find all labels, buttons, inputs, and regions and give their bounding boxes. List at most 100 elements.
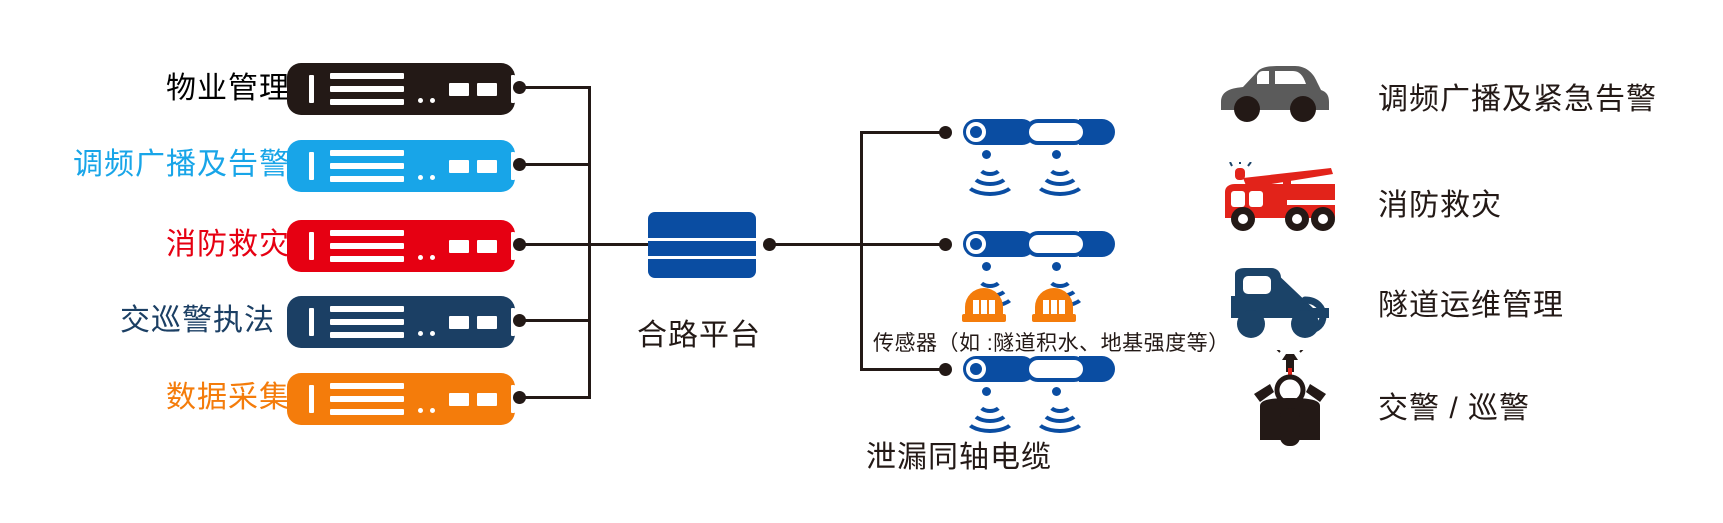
leaky-coaxial-cable-icon-1: [963, 231, 1115, 257]
cable-node: [939, 238, 952, 251]
application-label-2: 隧道运维管理: [1378, 289, 1564, 322]
cable-end-ring: [966, 122, 986, 142]
connector-node: [513, 314, 526, 327]
source-label-0: 物业管理: [166, 72, 290, 105]
tow-truck-icon: [1213, 264, 1341, 349]
server-bezel-bar: [510, 232, 515, 260]
server-rack-icon-0: [287, 63, 515, 115]
sensor-slot: [1059, 300, 1065, 314]
server-rack-icon-1: [287, 140, 515, 192]
signal-dot: [1052, 387, 1061, 396]
signal-arc: [963, 164, 1017, 196]
application-label-0: 调频广播及紧急告警: [1378, 83, 1657, 116]
server-bay-blocks: [448, 82, 497, 96]
cable-end-ring: [966, 359, 986, 379]
server-bezel-bar: [309, 75, 314, 103]
connector-stub-0: [516, 86, 590, 89]
sensor-caption: 传感器（如 :隧道积水、地基强度等）: [873, 332, 1230, 355]
cable-slot: [1025, 119, 1087, 145]
sensor-dome-icon: [962, 288, 1006, 326]
fire-truck-icon: [1213, 160, 1339, 239]
sensor-slot: [981, 300, 987, 314]
signal-dot: [982, 387, 991, 396]
signal-arc: [1033, 401, 1087, 433]
sensor-slot: [1043, 300, 1049, 314]
server-bay-blocks: [448, 159, 497, 173]
server-led-dots: [417, 308, 435, 336]
server-bezel-bar: [309, 232, 314, 260]
sensor-dome-icon: [1032, 288, 1076, 326]
server-bezel-bar: [309, 308, 314, 336]
cable-stub-1: [860, 243, 942, 246]
platform-label: 合路平台: [637, 319, 761, 352]
server-bezel-bar: [510, 75, 515, 103]
connector-stub-1: [516, 163, 590, 166]
wireless-signal-icon: [1033, 387, 1087, 433]
signal-arc: [963, 401, 1017, 433]
cable-stub-2: [860, 368, 942, 371]
connector-to-platform: [588, 243, 674, 246]
connector-node: [513, 391, 526, 404]
platform-output-node: [763, 238, 776, 251]
sensor-base: [962, 314, 1006, 322]
connector-bus-right: [860, 131, 863, 371]
server-led-dots: [417, 232, 435, 260]
server-rack-icon-2: [287, 220, 515, 272]
server-bay-blocks: [448, 392, 497, 406]
server-led-dots: [417, 385, 435, 413]
source-label-2: 消防救灾: [166, 228, 290, 261]
police-motorcycle-icon: [1240, 346, 1340, 451]
cable-stub-0: [860, 131, 942, 134]
connector-node: [513, 158, 526, 171]
application-label-1: 消防救灾: [1378, 189, 1502, 222]
cable-caption: 泄漏同轴电缆: [866, 441, 1052, 474]
leaky-coaxial-cable-icon-2: [963, 356, 1115, 382]
server-bezel-bar: [510, 152, 515, 180]
server-vent-lines: [329, 383, 404, 415]
connector-stub-4: [516, 396, 590, 399]
sensor-slot: [989, 300, 995, 314]
wireless-signal-icon: [963, 387, 1017, 433]
signal-dot: [982, 150, 991, 159]
connector-bus-left: [588, 86, 591, 399]
signal-dot: [982, 262, 991, 271]
application-label-3: 交警 / 巡警: [1378, 392, 1531, 425]
server-vent-lines: [329, 306, 404, 338]
sensor-slot: [973, 300, 979, 314]
server-vent-lines: [329, 230, 404, 262]
signal-dot: [1052, 150, 1061, 159]
server-rack-icon-3: [287, 296, 515, 348]
server-led-dots: [417, 75, 435, 103]
cable-node: [939, 126, 952, 139]
connector-node: [513, 238, 526, 251]
wireless-signal-icon: [1033, 150, 1087, 196]
server-led-dots: [417, 152, 435, 180]
connector-stub-3: [516, 319, 590, 322]
connector-node: [513, 81, 526, 94]
sensor-base: [1032, 314, 1076, 322]
source-label-4: 数据采集: [166, 381, 290, 414]
server-bay-blocks: [448, 239, 497, 253]
cable-slot: [1025, 231, 1087, 257]
source-label-3: 交巡警执法: [120, 304, 275, 337]
server-bezel-bar: [510, 385, 515, 413]
cable-slot: [1025, 356, 1087, 382]
car-icon: [1213, 62, 1331, 129]
server-vent-lines: [329, 150, 404, 182]
server-rack-icon-4: [287, 373, 515, 425]
connector-from-platform: [770, 243, 863, 246]
source-label-1: 调频广播及告警: [73, 148, 290, 181]
server-bay-blocks: [448, 315, 497, 329]
signal-dot: [1052, 262, 1061, 271]
wireless-signal-icon: [963, 150, 1017, 196]
cable-end-ring: [966, 234, 986, 254]
signal-arc: [1033, 164, 1087, 196]
connector-stub-2: [516, 243, 590, 246]
cable-node: [939, 363, 952, 376]
combiner-platform-icon: [648, 212, 756, 278]
sensor-slot: [1051, 300, 1057, 314]
server-vent-lines: [329, 73, 404, 105]
server-bezel-bar: [309, 385, 314, 413]
server-bezel-bar: [510, 308, 515, 336]
